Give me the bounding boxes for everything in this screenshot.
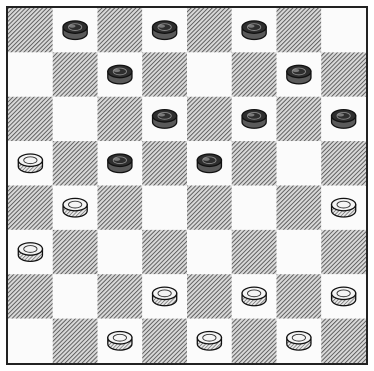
dark-square[interactable] — [142, 319, 187, 363]
white-checker-piece[interactable] — [332, 198, 356, 217]
dark-square[interactable] — [321, 141, 366, 185]
white-checker-piece[interactable] — [63, 198, 87, 217]
white-checker-piece[interactable] — [18, 154, 42, 173]
dark-square[interactable] — [98, 8, 143, 52]
dark-square[interactable] — [8, 186, 53, 230]
black-checker-piece[interactable] — [153, 21, 177, 40]
black-checker-piece[interactable] — [63, 21, 87, 40]
dark-square[interactable] — [53, 319, 98, 363]
light-square[interactable] — [53, 274, 98, 318]
light-square[interactable] — [232, 186, 277, 230]
checkers-board — [6, 6, 368, 365]
black-checker-piece[interactable] — [242, 21, 266, 40]
dark-square[interactable] — [232, 230, 277, 274]
dark-square[interactable] — [321, 52, 366, 96]
dark-square[interactable] — [187, 97, 232, 141]
dark-square[interactable] — [98, 274, 143, 318]
light-square[interactable] — [277, 141, 322, 185]
dark-square[interactable] — [321, 319, 366, 363]
black-checker-piece[interactable] — [197, 154, 221, 173]
black-checker-piece[interactable] — [242, 110, 266, 129]
black-checker-piece[interactable] — [332, 110, 356, 129]
dark-square[interactable] — [142, 230, 187, 274]
dark-square[interactable] — [277, 186, 322, 230]
dark-square[interactable] — [8, 8, 53, 52]
board-grid — [8, 8, 366, 363]
dark-square[interactable] — [53, 141, 98, 185]
black-checker-piece[interactable] — [108, 154, 132, 173]
light-square[interactable] — [187, 230, 232, 274]
light-square[interactable] — [142, 186, 187, 230]
light-square[interactable] — [8, 52, 53, 96]
dark-square[interactable] — [277, 97, 322, 141]
dark-square[interactable] — [321, 230, 366, 274]
dark-square[interactable] — [142, 141, 187, 185]
dark-square[interactable] — [232, 52, 277, 96]
dark-square[interactable] — [232, 141, 277, 185]
light-square[interactable] — [98, 230, 143, 274]
dark-square[interactable] — [187, 8, 232, 52]
dark-square[interactable] — [232, 319, 277, 363]
dark-square[interactable] — [8, 97, 53, 141]
black-checker-piece[interactable] — [287, 65, 311, 84]
dark-square[interactable] — [53, 52, 98, 96]
dark-square[interactable] — [8, 274, 53, 318]
white-checker-piece[interactable] — [18, 243, 42, 262]
dark-square[interactable] — [53, 230, 98, 274]
dark-square[interactable] — [277, 8, 322, 52]
light-square[interactable] — [8, 319, 53, 363]
white-checker-piece[interactable] — [197, 331, 221, 350]
black-checker-piece[interactable] — [153, 110, 177, 129]
dark-square[interactable] — [98, 186, 143, 230]
light-square[interactable] — [187, 52, 232, 96]
black-checker-piece[interactable] — [108, 65, 132, 84]
dark-square[interactable] — [187, 274, 232, 318]
light-square[interactable] — [277, 230, 322, 274]
white-checker-piece[interactable] — [332, 287, 356, 306]
dark-square[interactable] — [142, 52, 187, 96]
dark-square[interactable] — [277, 274, 322, 318]
dark-square[interactable] — [187, 186, 232, 230]
dark-square[interactable] — [98, 97, 143, 141]
white-checker-piece[interactable] — [108, 331, 132, 350]
white-checker-piece[interactable] — [242, 287, 266, 306]
light-square[interactable] — [53, 97, 98, 141]
light-square[interactable] — [321, 8, 366, 52]
white-checker-piece[interactable] — [153, 287, 177, 306]
white-checker-piece[interactable] — [287, 331, 311, 350]
